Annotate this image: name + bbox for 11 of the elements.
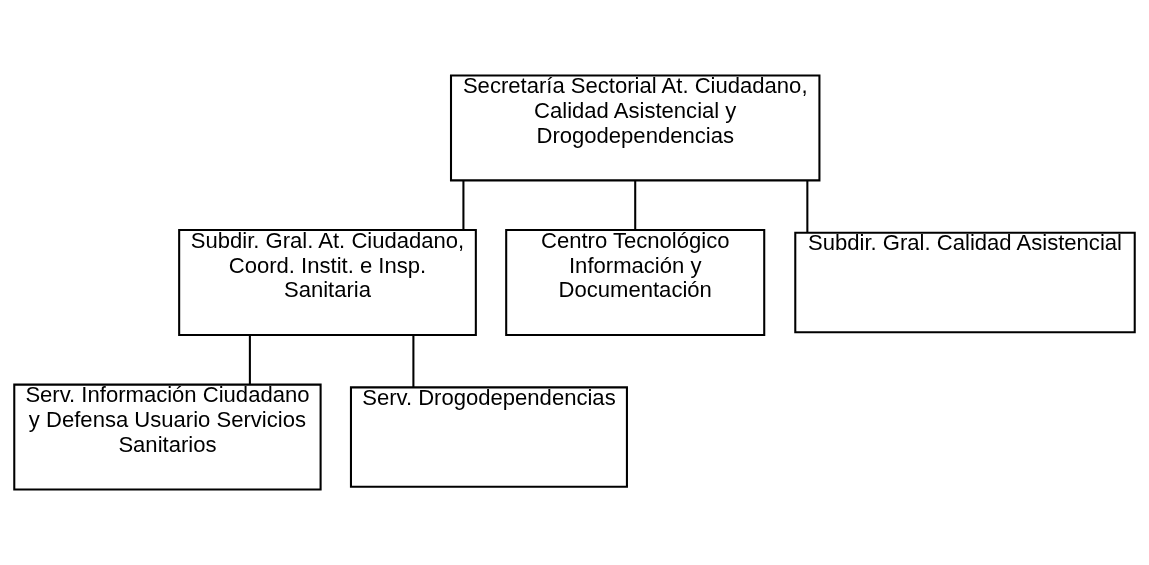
connector (462, 180, 465, 230)
connector (248, 335, 251, 385)
node-box: Serv. Drogodependencias (349, 386, 628, 488)
node-box: Serv. Información Ciudadano y Defensa Usuario Servicios Sanitarios (13, 383, 322, 491)
node-box: Subdir. Gral. Calidad Asistencial (794, 231, 1136, 334)
connector (634, 180, 637, 230)
node-box: Secretaría Sectorial At. Ciudadano, Calidad Asistencial y Drogodependencias (449, 74, 821, 182)
node-box: Subdir. Gral. At. Ciudadano, Coord. Instit. e Insp. Sanitaria (178, 229, 477, 336)
node-box: Centro Tecnológico Información y Documentación (505, 229, 766, 336)
connector (412, 335, 415, 388)
connector (806, 180, 809, 233)
